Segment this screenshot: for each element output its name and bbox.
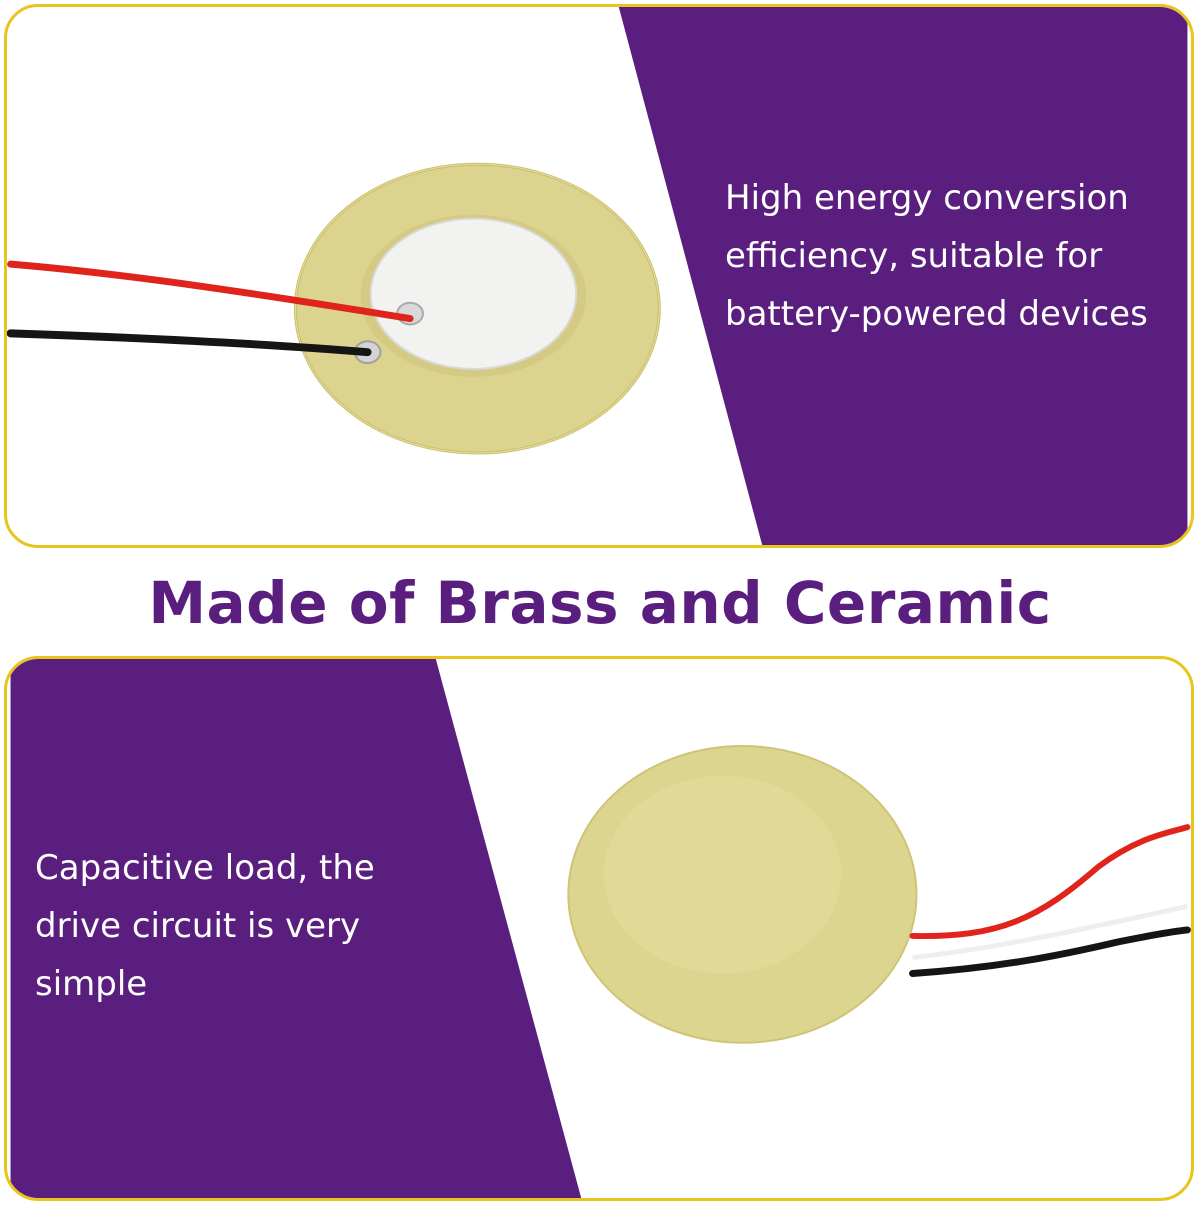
piezo-disc-back-image bbox=[567, 745, 1191, 1044]
bottom-feature-text: Capacitive load, the drive circuit is ve… bbox=[35, 848, 375, 1004]
top-purple-block bbox=[618, 7, 1188, 545]
bottom-purple-block bbox=[10, 659, 582, 1198]
headline: Made of Brass and Ceramic bbox=[148, 569, 1052, 637]
top-panel-graphic bbox=[7, 7, 1188, 545]
piezo-disc-front-image bbox=[7, 162, 661, 455]
top-feature-panel: High energy conversion efficiency, suita… bbox=[4, 4, 1194, 548]
bottom-panel-graphic bbox=[10, 659, 1191, 1198]
top-feature-text: High energy conversion efficiency, suita… bbox=[725, 178, 1148, 334]
bottom-feature-panel: Capacitive load, the drive circuit is ve… bbox=[4, 656, 1194, 1201]
